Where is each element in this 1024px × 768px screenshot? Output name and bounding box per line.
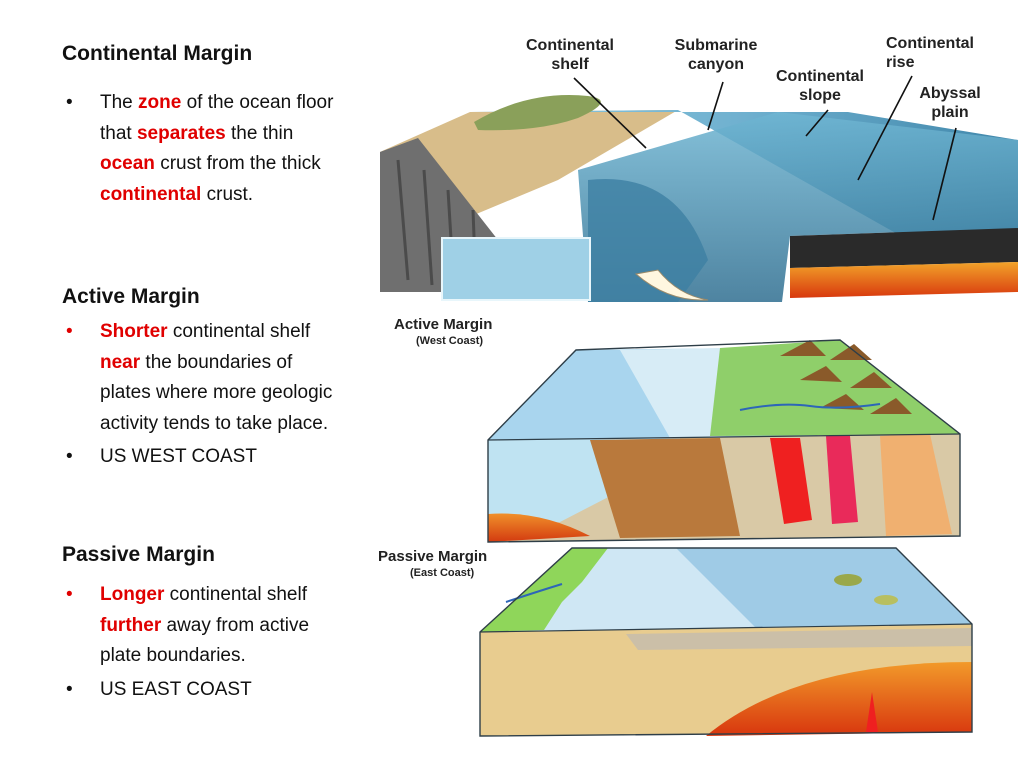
magma-chamber [826, 436, 858, 524]
river [739, 403, 881, 411]
label-continental-slope: Continental [776, 68, 864, 85]
text-run: the thin [225, 122, 294, 144]
text-run: continental shelf [164, 584, 307, 605]
cliff-lines [396, 159, 478, 291]
bullet-dot: • [66, 678, 73, 700]
active-margin-diagram: Active Margin (West Coast) [380, 310, 980, 548]
magma-chamber [770, 438, 812, 524]
river [505, 583, 563, 603]
highlight-text: separates [136, 122, 226, 144]
island [834, 574, 862, 586]
list-item: • The zone of the ocean floor that separa… [66, 88, 336, 210]
continental-margin-svg: Continental shelf Submarine canyon Conti… [380, 35, 1018, 302]
highlight-text: ocean [100, 153, 155, 174]
text-run: the boundaries of plates where more geol… [100, 351, 333, 434]
label-abyssal-plain: Abyssal [919, 85, 980, 102]
mantle-layer [488, 513, 590, 542]
island [474, 95, 601, 131]
bullet-dot: • [66, 584, 73, 605]
text-run: The [100, 92, 139, 113]
label-continental-rise-2: rise [886, 54, 915, 71]
active-margin-svg: Active Margin (West Coast) [394, 316, 961, 543]
edge-line [487, 433, 961, 441]
label-continental-shelf-2: shelf [551, 56, 589, 73]
list-item: • Shorter continental shelf near the boun… [66, 317, 336, 439]
passive-margin-svg: Passive Margin (East Coast) [378, 547, 973, 737]
edge-line [479, 623, 973, 633]
highlight-text: near [100, 351, 141, 373]
passive-margin-heading: Passive Margin [62, 543, 215, 566]
continental-margin-diagram: Continental shelf Submarine canyon Conti… [378, 30, 1018, 312]
label-continental-slope-2: slope [799, 87, 841, 104]
continental-margin-bullets: • The zone of the ocean floor that separa… [66, 88, 336, 210]
list-item: • US WEST COAST [66, 442, 336, 473]
passive-margin-diagram: Passive Margin (East Coast) [376, 542, 980, 742]
highlight-text: zone [138, 92, 182, 113]
seafloor-layer [790, 228, 1018, 268]
label-continental-shelf: Continental [526, 37, 614, 54]
highlight-text: continental [100, 183, 202, 205]
mantle-layer [706, 662, 972, 736]
text-run: crust from the thick [154, 153, 321, 174]
passive-margin-subtitle: (East Coast) [410, 567, 475, 579]
passive-margin-title: Passive Margin [378, 548, 487, 565]
leader-lines [573, 75, 957, 221]
active-margin-subtitle: (West Coast) [416, 335, 483, 347]
text-run: of the ocean floor that [100, 92, 334, 144]
accretion-wedge [590, 438, 740, 538]
ice-block [441, 237, 591, 301]
list-item: • Longer continental shelf further away f… [66, 580, 336, 672]
highlight-text: further [100, 614, 162, 636]
label-submarine-canyon: Submarine [675, 37, 758, 54]
land-surface [710, 340, 960, 436]
transition-strip [626, 628, 972, 650]
granite-body [880, 434, 952, 536]
deep-ocean-surface [676, 548, 972, 628]
continental-slope-shape [588, 179, 708, 302]
label-abyssal-plain-2: plain [931, 104, 968, 121]
active-margin-title: Active Margin [394, 316, 492, 333]
bullet-dot: • [66, 92, 73, 113]
list-item: • US EAST COAST [66, 675, 336, 706]
highlight-text: Longer [100, 584, 165, 605]
label-continental-rise: Continental [886, 35, 974, 52]
text-run: US EAST COAST [100, 678, 252, 700]
active-margin-bullets: • Shorter continental shelf near the boun… [66, 317, 336, 473]
label-submarine-canyon-2: canyon [688, 56, 744, 73]
passive-margin-bullets: • Longer continental shelf further away f… [66, 580, 336, 705]
continental-margin-heading: Continental Margin [62, 42, 253, 65]
shelf-surface [620, 348, 730, 438]
bullet-dot: • [66, 321, 73, 342]
active-margin-heading: Active Margin [62, 285, 200, 308]
text-run: away from active plate boundaries. [100, 614, 310, 667]
highlight-text: Shorter [100, 321, 168, 342]
text-run: crust. [201, 183, 254, 205]
volcanic-vent [866, 692, 878, 732]
text-run: continental shelf [167, 321, 311, 342]
mantle-layer [790, 262, 1018, 298]
tusk-shape [634, 269, 709, 301]
bullet-dot: • [66, 446, 73, 467]
island [874, 595, 898, 605]
text-run: US WEST COAST [100, 446, 257, 467]
